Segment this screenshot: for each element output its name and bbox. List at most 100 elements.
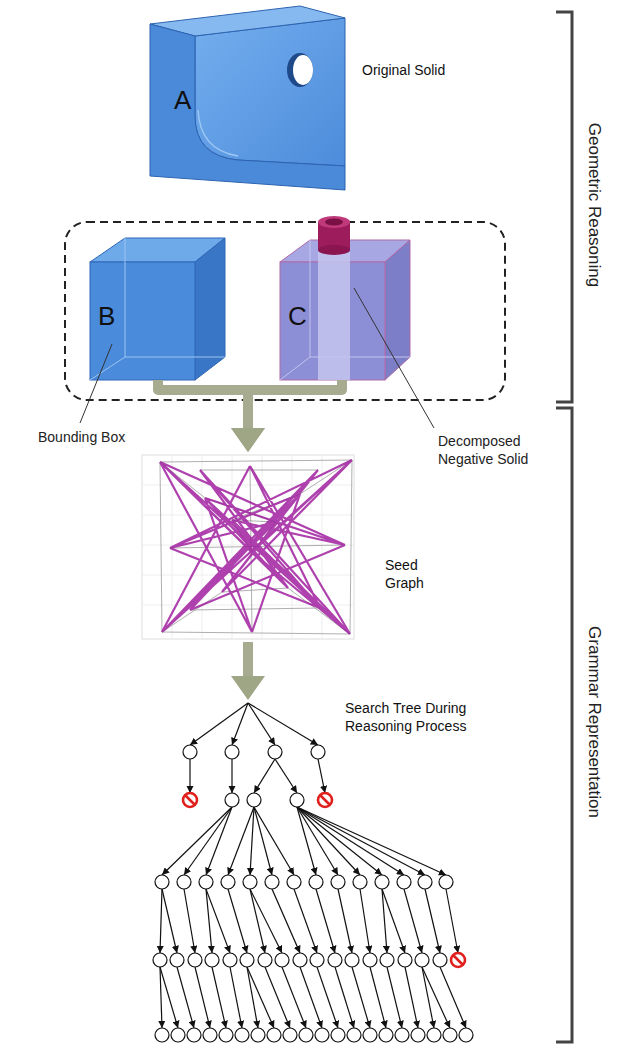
section-bracket xyxy=(556,12,572,402)
cube-side-face xyxy=(385,240,410,380)
tree-arrow xyxy=(422,967,434,1028)
graph-grid xyxy=(142,455,354,639)
cylinder-top xyxy=(318,216,350,228)
tree-arrow xyxy=(254,807,272,875)
hole xyxy=(293,55,313,85)
tree-arrow xyxy=(272,889,300,953)
tree-arrow xyxy=(247,967,274,1028)
tree-arrow xyxy=(189,759,190,793)
solid-caption: Original Solid xyxy=(362,62,445,80)
hidden-edge xyxy=(280,240,410,380)
callout-label: Decomposed Negative Solid xyxy=(438,432,550,468)
tree-arrow xyxy=(440,967,466,1028)
tree-arrow xyxy=(248,703,318,745)
tree-arrow xyxy=(370,967,386,1028)
tree-arrow xyxy=(318,759,325,793)
tree-arrow xyxy=(446,889,458,953)
tree-caption: Search Tree During Reasoning Process xyxy=(345,700,485,735)
solid-letter: C xyxy=(288,300,307,333)
tree-arrow xyxy=(294,889,317,953)
tree-arrow xyxy=(275,759,297,793)
solid-letter: B xyxy=(98,300,115,333)
tree-arrow xyxy=(422,967,450,1028)
tree-arrow xyxy=(195,967,210,1028)
tree-arrow xyxy=(160,967,178,1028)
tree-arrow xyxy=(382,889,387,953)
tree-arrow xyxy=(360,889,370,953)
section-bracket xyxy=(556,408,572,1042)
tree-arrow xyxy=(206,889,230,953)
tree-arrow xyxy=(352,967,370,1028)
tree-arrow xyxy=(297,807,338,875)
tree-arrow xyxy=(300,967,322,1028)
section-label: Geometric Reasoning xyxy=(583,123,605,287)
tree-arrow xyxy=(190,703,248,745)
flow-arrow xyxy=(243,642,253,680)
tree-arrow xyxy=(228,889,247,953)
tree-arrow xyxy=(206,807,232,875)
tree-arrow xyxy=(317,967,338,1028)
seed-graph: Seed Graph xyxy=(140,452,356,642)
tree-arrow xyxy=(297,807,425,875)
tree-arrow xyxy=(335,967,354,1028)
flow-arrow xyxy=(158,380,248,432)
tree-arrow xyxy=(254,759,275,793)
tree-arrow xyxy=(250,807,254,875)
search-tree-drawing xyxy=(153,703,473,1042)
tree-arrow xyxy=(265,967,290,1028)
tree-arrow xyxy=(160,967,162,1028)
search-tree: Search Tree During Reasoning Process xyxy=(140,700,510,1045)
tree-arrow xyxy=(404,889,422,953)
leader-line xyxy=(80,344,112,423)
solid-profile-face xyxy=(150,24,345,190)
tree-arrow xyxy=(282,967,306,1028)
tree-arrow xyxy=(231,759,232,793)
cube-front-face xyxy=(90,262,195,380)
negative-solid: C xyxy=(275,212,412,380)
tree-arrow xyxy=(338,889,352,953)
inner-cylinder xyxy=(318,252,350,380)
tree-arrow xyxy=(184,889,195,953)
solid-back-face xyxy=(195,18,345,166)
cylinder-bore xyxy=(325,219,343,226)
tree-arrow xyxy=(247,967,258,1028)
pruned-branch-symbol xyxy=(183,793,465,967)
seed-graph-drawing xyxy=(142,455,354,639)
tree-arrow xyxy=(425,889,440,953)
tree-arrow xyxy=(297,807,382,875)
tree-arrow xyxy=(297,807,446,875)
tree-arrow xyxy=(232,703,248,745)
original-solid: AOriginal Solid xyxy=(148,0,348,195)
tree-arrow xyxy=(184,807,232,875)
original-solid-drawing xyxy=(150,6,345,190)
cylinder-bottom xyxy=(318,245,350,255)
tree-arrow xyxy=(387,967,402,1028)
tree-arrow xyxy=(250,889,265,953)
tree-arrow xyxy=(297,807,404,875)
hole-shadow xyxy=(287,53,313,87)
tree-arrow xyxy=(228,807,254,875)
callout-label: Bounding Box xyxy=(38,428,125,446)
graph-edge-highlight xyxy=(160,460,352,634)
section-label: Grammar Representation xyxy=(583,626,605,818)
tree-arrow xyxy=(382,889,405,953)
tree-arrow xyxy=(160,889,162,953)
tree-arrow xyxy=(212,967,226,1028)
cube-side-face xyxy=(195,238,225,380)
hidden-edge xyxy=(90,238,225,380)
leader-line xyxy=(354,288,434,428)
tree-arrow xyxy=(230,967,242,1028)
graph-caption: Seed Graph xyxy=(385,557,441,592)
graph-edge xyxy=(160,460,352,634)
bounding-box-drawing xyxy=(90,238,225,380)
tree-arrow xyxy=(162,889,177,953)
tree-state xyxy=(153,745,473,1042)
tree-arrow xyxy=(248,703,275,745)
tree-arrow xyxy=(405,967,418,1028)
tree-arrow xyxy=(162,807,232,875)
tree-arrow xyxy=(177,967,194,1028)
